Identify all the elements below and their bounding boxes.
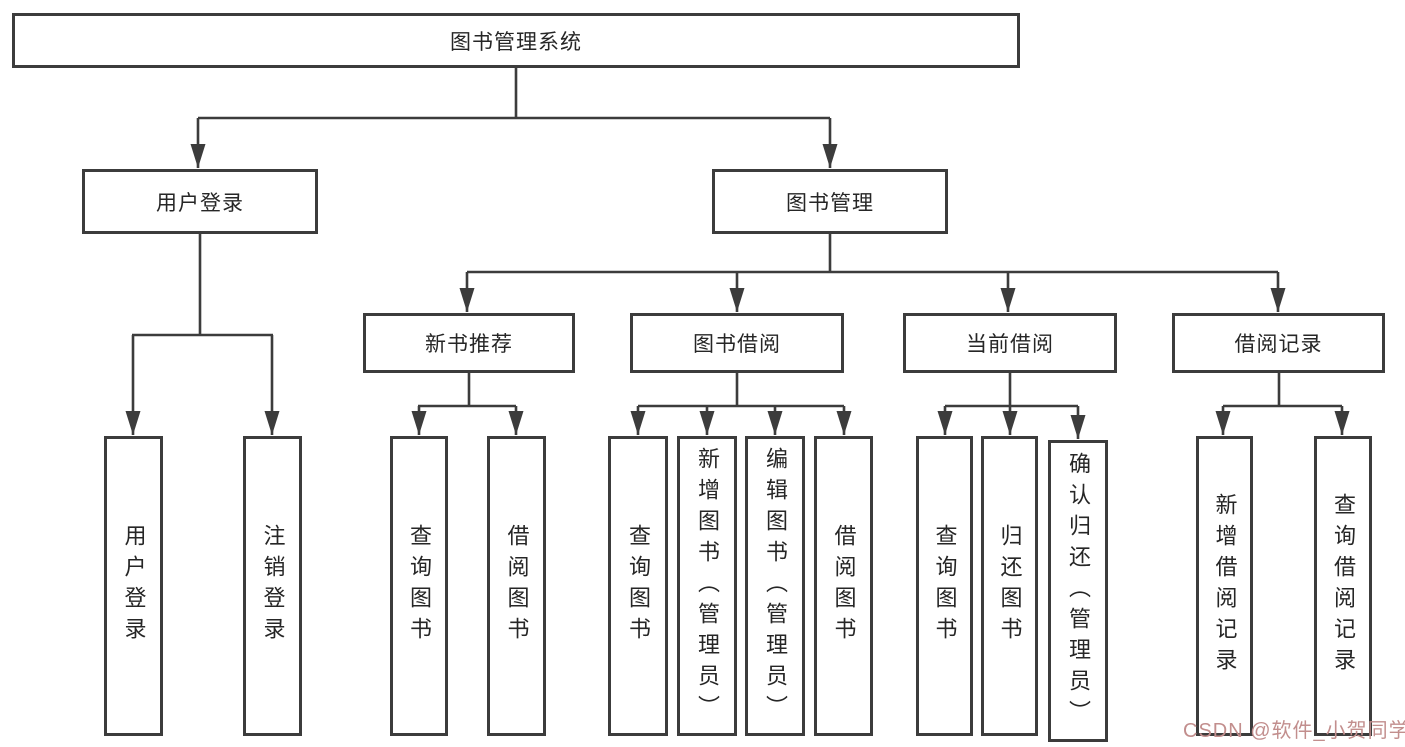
leaf-borrow-books: 借阅图书 (814, 436, 873, 736)
leaf-add-books-admin: 新增图书（管理员） (677, 436, 737, 736)
leaf-query-books-recommend: 查询图书 (390, 436, 448, 736)
leaf-label: 确认归还（管理员） (1066, 451, 1091, 731)
leaf-query-books-borrowing: 查询图书 (608, 436, 668, 736)
leaf-query-books-current: 查询图书 (916, 436, 973, 736)
leaf-return-books: 归还图书 (981, 436, 1038, 736)
node-book-borrowing: 图书借阅 (630, 313, 844, 373)
leaf-query-borrow-record: 查询借阅记录 (1314, 436, 1372, 736)
node-current-borrowing: 当前借阅 (903, 313, 1117, 373)
leaf-add-borrow-record: 新增借阅记录 (1196, 436, 1253, 736)
leaf-edit-books-admin: 编辑图书（管理员） (745, 436, 805, 736)
leaf-label: 查询图书 (932, 524, 958, 648)
node-new-book-recommend: 新书推荐 (363, 313, 575, 373)
leaf-label: 注销登录 (260, 524, 286, 648)
leaf-label: 新增图书（管理员） (695, 446, 720, 726)
leaf-label: 借阅图书 (831, 524, 857, 648)
csdn-watermark: CSDN @软件_小贺同学 (1183, 720, 1405, 742)
leaf-label: 查询图书 (626, 524, 651, 648)
leaf-label: 新增借阅记录 (1212, 493, 1238, 679)
leaf-label: 用户登录 (121, 524, 147, 648)
leaf-logout: 注销登录 (243, 436, 302, 736)
leaf-label: 查询借阅记录 (1331, 493, 1356, 679)
leaf-borrow-books-recommend: 借阅图书 (487, 436, 546, 736)
node-book-management: 图书管理 (712, 169, 948, 234)
node-borrowing-records: 借阅记录 (1172, 313, 1385, 373)
leaf-label: 编辑图书（管理员） (763, 446, 788, 726)
leaf-user-login: 用户登录 (104, 436, 163, 736)
leaf-label: 归还图书 (997, 524, 1023, 648)
leaf-confirm-return-admin: 确认归还（管理员） (1048, 440, 1108, 742)
node-book-management-system: 图书管理系统 (12, 13, 1020, 68)
leaf-label: 查询图书 (407, 524, 432, 648)
node-user-login: 用户登录 (82, 169, 318, 234)
leaf-label: 借阅图书 (504, 524, 530, 648)
